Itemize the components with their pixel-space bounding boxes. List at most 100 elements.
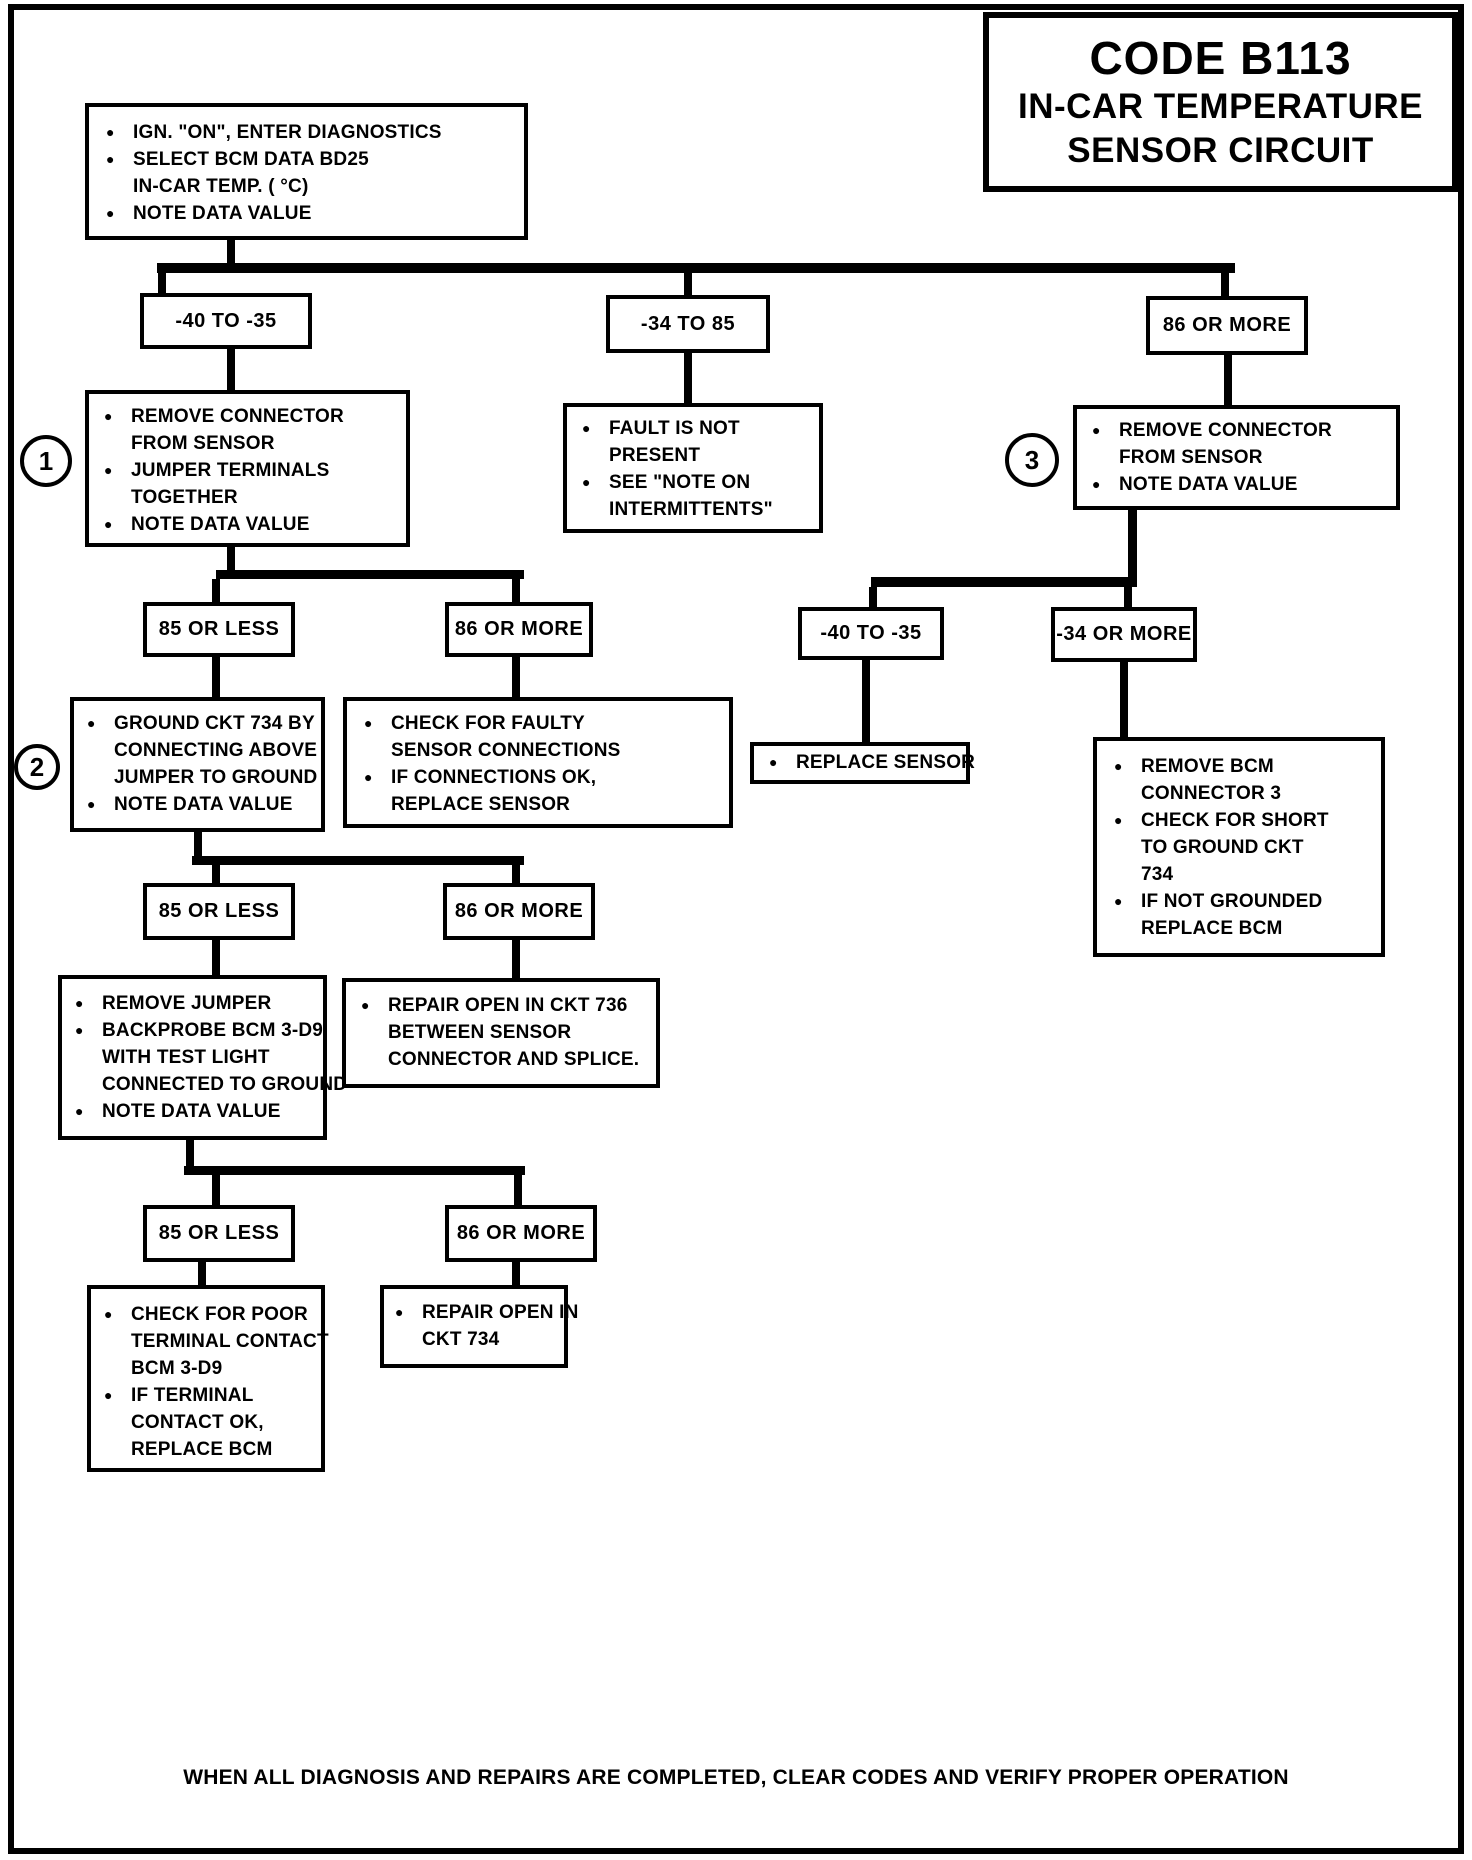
- step-text: BETWEEN SENSOR: [388, 1022, 572, 1043]
- step-number: 1: [38, 445, 54, 476]
- step-text: CONTACT OK,: [131, 1412, 264, 1433]
- step-text: BCM 3-D9: [131, 1358, 223, 1379]
- page-subtitle-2: SENSOR CIRCUIT: [1067, 131, 1374, 170]
- text-line: SENSOR CONNECTIONS: [355, 737, 727, 764]
- flow-line: [194, 832, 202, 860]
- text-line: REPLACE BCM: [95, 1436, 319, 1463]
- node-repair-open-ckt-736: ●REPAIR OPEN IN CKT 736 BETWEEN SENSOR C…: [342, 978, 660, 1088]
- text-line: TO GROUND CKT: [1105, 834, 1379, 861]
- step-text: GROUND CKT 734 BY: [114, 713, 315, 734]
- decision-label: 86 OR MORE: [1162, 314, 1292, 336]
- bullet-icon: [355, 791, 391, 818]
- step-text: CONNECTED TO GROUND: [102, 1074, 348, 1095]
- step-text: CONNECTOR AND SPLICE.: [388, 1049, 640, 1070]
- bullet-icon: ●: [104, 462, 113, 478]
- step-text: NOTE DATA VALUE: [102, 1101, 281, 1122]
- decision-neg40-to-neg35-2: -40 TO -35: [798, 607, 944, 660]
- step-text: SENSOR CONNECTIONS: [391, 740, 621, 761]
- step-text: IGN. "ON", ENTER DIAGNOSTICS: [133, 122, 442, 143]
- bullet-icon: [66, 1044, 102, 1071]
- text-line: ●IGN. "ON", ENTER DIAGNOSTICS: [97, 119, 520, 146]
- bullet-icon: [95, 1436, 131, 1463]
- decision-label: 85 OR LESS: [158, 1222, 280, 1244]
- step-text: PRESENT: [609, 445, 701, 466]
- text-line: ●REMOVE JUMPER: [66, 990, 321, 1017]
- bullet-icon: ●: [106, 205, 115, 221]
- step-text: REMOVE CONNECTOR: [1119, 420, 1332, 441]
- flow-line: [198, 1260, 206, 1287]
- node-remove-connector-note-value: ●REMOVE CONNECTOR FROM SENSOR ●NOTE DATA…: [1073, 405, 1400, 510]
- bullet-icon: ●: [104, 408, 113, 424]
- footer-note: WHEN ALL DIAGNOSIS AND REPAIRS ARE COMPL…: [183, 1766, 1289, 1789]
- decision-label: 85 OR LESS: [158, 618, 280, 640]
- bullet-icon: [352, 1019, 388, 1046]
- text-line: ●REMOVE BCM: [1105, 753, 1379, 780]
- text-line: ●NOTE DATA VALUE: [78, 791, 319, 818]
- decision-neg40-to-neg35: -40 TO -35: [140, 293, 312, 349]
- flow-line: [1124, 587, 1132, 609]
- step-text: SELECT BCM DATA BD25: [133, 149, 369, 170]
- flow-line: [1120, 660, 1128, 739]
- step-text: TOGETHER: [131, 487, 238, 508]
- text-line: PRESENT: [573, 442, 817, 469]
- text-line: IN-CAR TEMP. ( °C): [97, 173, 520, 200]
- decision-label: -34 TO 85: [640, 312, 736, 335]
- flow-line: [1221, 273, 1229, 298]
- node-remove-jumper-backprobe: ●REMOVE JUMPER ●BACKPROBE BCM 3-D9 WITH …: [58, 975, 347, 1140]
- bullet-icon: [1105, 834, 1141, 861]
- bullet-icon: ●: [1092, 476, 1101, 492]
- text-line: ●CHECK FOR POOR: [95, 1301, 319, 1328]
- flow-line-bus-2-left: [216, 570, 524, 579]
- bullet-icon: ●: [75, 1022, 84, 1038]
- text-line: ●BACKPROBE BCM 3-D9: [66, 1017, 323, 1044]
- text-line: FROM SENSOR: [1083, 444, 1394, 471]
- bullet-icon: ●: [395, 1304, 404, 1320]
- text-line: 734: [1105, 861, 1379, 888]
- text-line: TOGETHER: [95, 484, 404, 511]
- flow-line: [512, 579, 520, 604]
- step-text: INTERMITTENTS": [609, 499, 773, 520]
- bullet-icon: [95, 1328, 131, 1355]
- text-line: ●GROUND CKT 734 BY: [78, 710, 319, 737]
- text-line: ●CHECK FOR FAULTY: [355, 710, 727, 737]
- flow-line: [512, 865, 520, 885]
- flow-line-bus-3: [192, 856, 524, 865]
- bullet-icon: ●: [1114, 893, 1123, 909]
- text-line: ●REMOVE CONNECTOR: [95, 403, 404, 430]
- decision-label: 86 OR MORE: [454, 900, 584, 922]
- step-text: CKT 734: [422, 1329, 500, 1350]
- decision-85-or-less-4: 85 OR LESS: [143, 1205, 295, 1262]
- bullet-icon: [573, 496, 609, 523]
- step-text: NOTE DATA VALUE: [131, 514, 310, 535]
- node-repair-open-ckt-734: ● REPAIR OPEN IN CKT 734: [380, 1285, 578, 1368]
- step-marker-1: 1: [20, 435, 72, 487]
- text-line: BETWEEN SENSOR: [352, 1019, 654, 1046]
- text-line: ●CHECK FOR SHORT: [1105, 807, 1379, 834]
- bullet-icon: [1105, 915, 1141, 942]
- bullet-icon: ●: [106, 151, 115, 167]
- step-text: JUMPER TO GROUND: [114, 767, 318, 788]
- title-box: CODE B113 IN-CAR TEMPERATURE SENSOR CIRC…: [983, 12, 1458, 192]
- decision-label: 86 OR MORE: [454, 618, 584, 640]
- step-text: FROM SENSOR: [1119, 447, 1263, 468]
- text-line: ● SELECT BCM DATA BD25: [97, 146, 520, 173]
- text-line: ●IF CONNECTIONS OK,: [355, 764, 727, 791]
- decision-86-or-more-2: 86 OR MORE: [445, 602, 593, 657]
- decision-label: 86 OR MORE: [456, 1222, 586, 1244]
- text-line: TERMINAL CONTACT: [95, 1328, 329, 1355]
- bullet-icon: [66, 1071, 102, 1098]
- text-line: REPLACE BCM: [1105, 915, 1379, 942]
- page-title: CODE B113: [1089, 32, 1352, 84]
- step-text: REPAIR OPEN IN: [422, 1302, 579, 1323]
- text-line: ●JUMPER TERMINALS: [95, 457, 404, 484]
- text-line: CONNECTING ABOVE: [78, 737, 319, 764]
- bullet-icon: ●: [104, 1306, 113, 1322]
- page-border: [8, 4, 1464, 1854]
- step-text: NOTE DATA VALUE: [133, 203, 312, 224]
- text-line: ●SEE "NOTE ON: [573, 469, 817, 496]
- decision-label: 85 OR LESS: [158, 900, 280, 922]
- bullet-icon: ●: [1114, 812, 1123, 828]
- bullet-icon: ●: [364, 715, 373, 731]
- flow-line: [212, 655, 220, 699]
- text-line: ●REPLACE SENSOR: [760, 749, 975, 776]
